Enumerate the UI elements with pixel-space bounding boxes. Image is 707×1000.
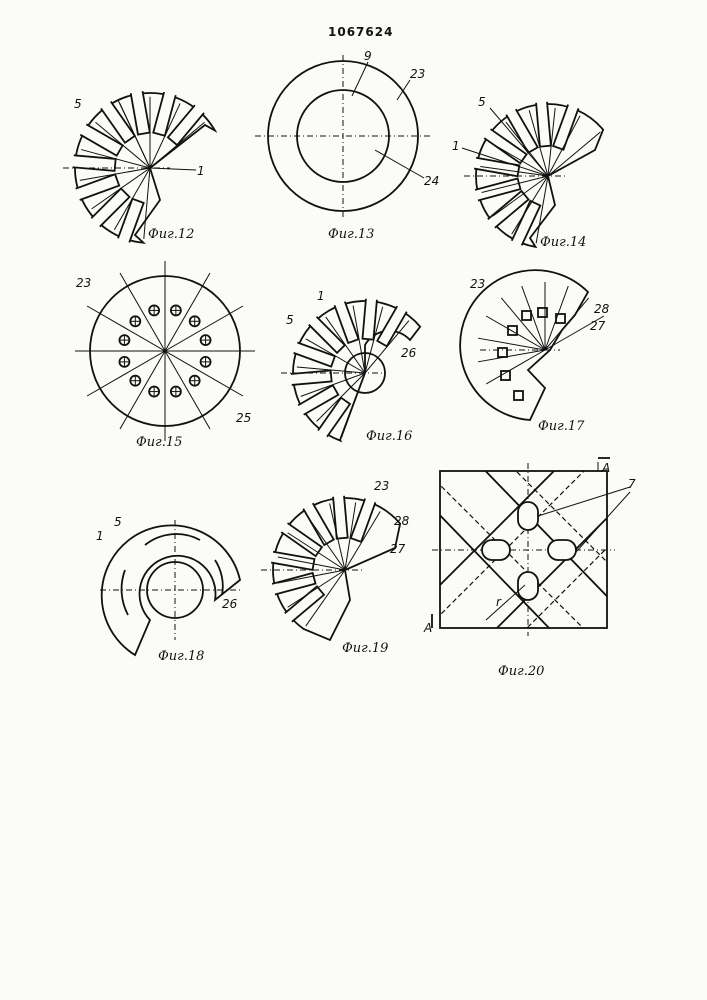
fig12-label-1: 1 [197,164,205,178]
fig14-part [462,102,603,247]
fig15-label-25: 25 [236,411,251,425]
fig20-label-a-top: А [601,461,610,475]
fig13-label-24: 24 [424,174,439,188]
tooth [498,348,507,357]
fig16-caption: Фиг.16 [366,429,412,444]
slot [351,499,376,542]
document-number: 1067624 [328,25,393,39]
fig20-radius-line [486,585,525,620]
figure-19: 23 28 27 Фиг.19 [261,479,410,656]
figure-13: 9 23 24 Фиг.13 [255,49,439,242]
fig14-caption: Фиг.14 [540,235,586,250]
slot [73,155,116,171]
fig17-caption: Фиг.17 [538,419,585,434]
fig18-label-1: 1 [96,529,104,543]
fig15-label-23: 23 [76,276,91,290]
fig13-caption: Фиг.13 [328,227,374,242]
radial-line [545,298,589,350]
fig17-label-28: 28 [594,302,610,316]
figure-18: 5 1 26 Фиг.18 [96,515,240,664]
figure-20: 7 А А r Фиг.20 [423,440,636,679]
fig14-label-1: 1 [452,139,460,153]
fig17-part [460,270,604,420]
fig19-caption: Фиг.19 [342,641,388,656]
arc-slot [145,534,200,545]
fig19-part [261,496,400,640]
fig18-part [100,520,240,655]
fig16-label-1: 1 [317,289,325,303]
figure-14: 5 1 Фиг.14 [452,95,603,250]
slot [272,573,315,594]
fig16-label-26: 26 [401,346,417,360]
slot [333,496,348,539]
fig20-label-7: 7 [628,477,636,491]
fig12-part [63,91,215,243]
tooth [522,311,531,320]
slot [309,317,345,353]
fig20-caption: Фиг.20 [498,664,544,679]
fig12-label-5: 5 [74,97,82,111]
radial-line [501,298,545,350]
slot [285,586,324,621]
fig18-label-26: 26 [222,597,238,611]
fig17-label-27: 27 [590,319,606,333]
fig13-label-23: 23 [410,67,425,81]
fig20-holes [482,502,576,600]
slot [362,299,376,340]
fig13-leader-9 [352,62,368,96]
fig19-label-28: 28 [394,514,410,528]
tooth [538,308,547,317]
arc-slot [122,570,128,615]
fig17-label-23: 23 [470,277,485,291]
fig20-label-a-bottom: А [423,621,432,635]
fig15-radials [75,261,255,441]
tooth [514,391,523,400]
fig16-part [281,299,420,441]
slot [294,343,335,367]
figure-17: 23 28 27 Фиг.17 [460,270,610,434]
fig13-label-9: 9 [364,49,372,63]
fig19-label-23: 23 [374,479,389,493]
fig15-caption: Фиг.15 [136,435,182,450]
slot [271,552,314,570]
fig12-caption: Фиг.12 [148,227,194,242]
slot [536,102,551,147]
slot [335,302,359,343]
fig18-label-5: 5 [114,515,122,529]
fig18-caption: Фиг.18 [158,649,204,664]
figure-16: 1 5 26 Фиг.16 [281,289,420,444]
figure-12: 5 1 Фиг.12 [63,91,215,243]
fig16-label-5: 5 [286,313,294,327]
slot [153,92,175,136]
figure-15: 23 25 Фиг.15 [75,261,255,450]
leader-1 [150,168,196,170]
fig19-label-27: 27 [390,542,406,556]
slot [131,91,150,134]
fig20-leader-7a [538,487,630,516]
tooth [508,326,517,335]
fig14-label-5: 5 [478,95,486,109]
